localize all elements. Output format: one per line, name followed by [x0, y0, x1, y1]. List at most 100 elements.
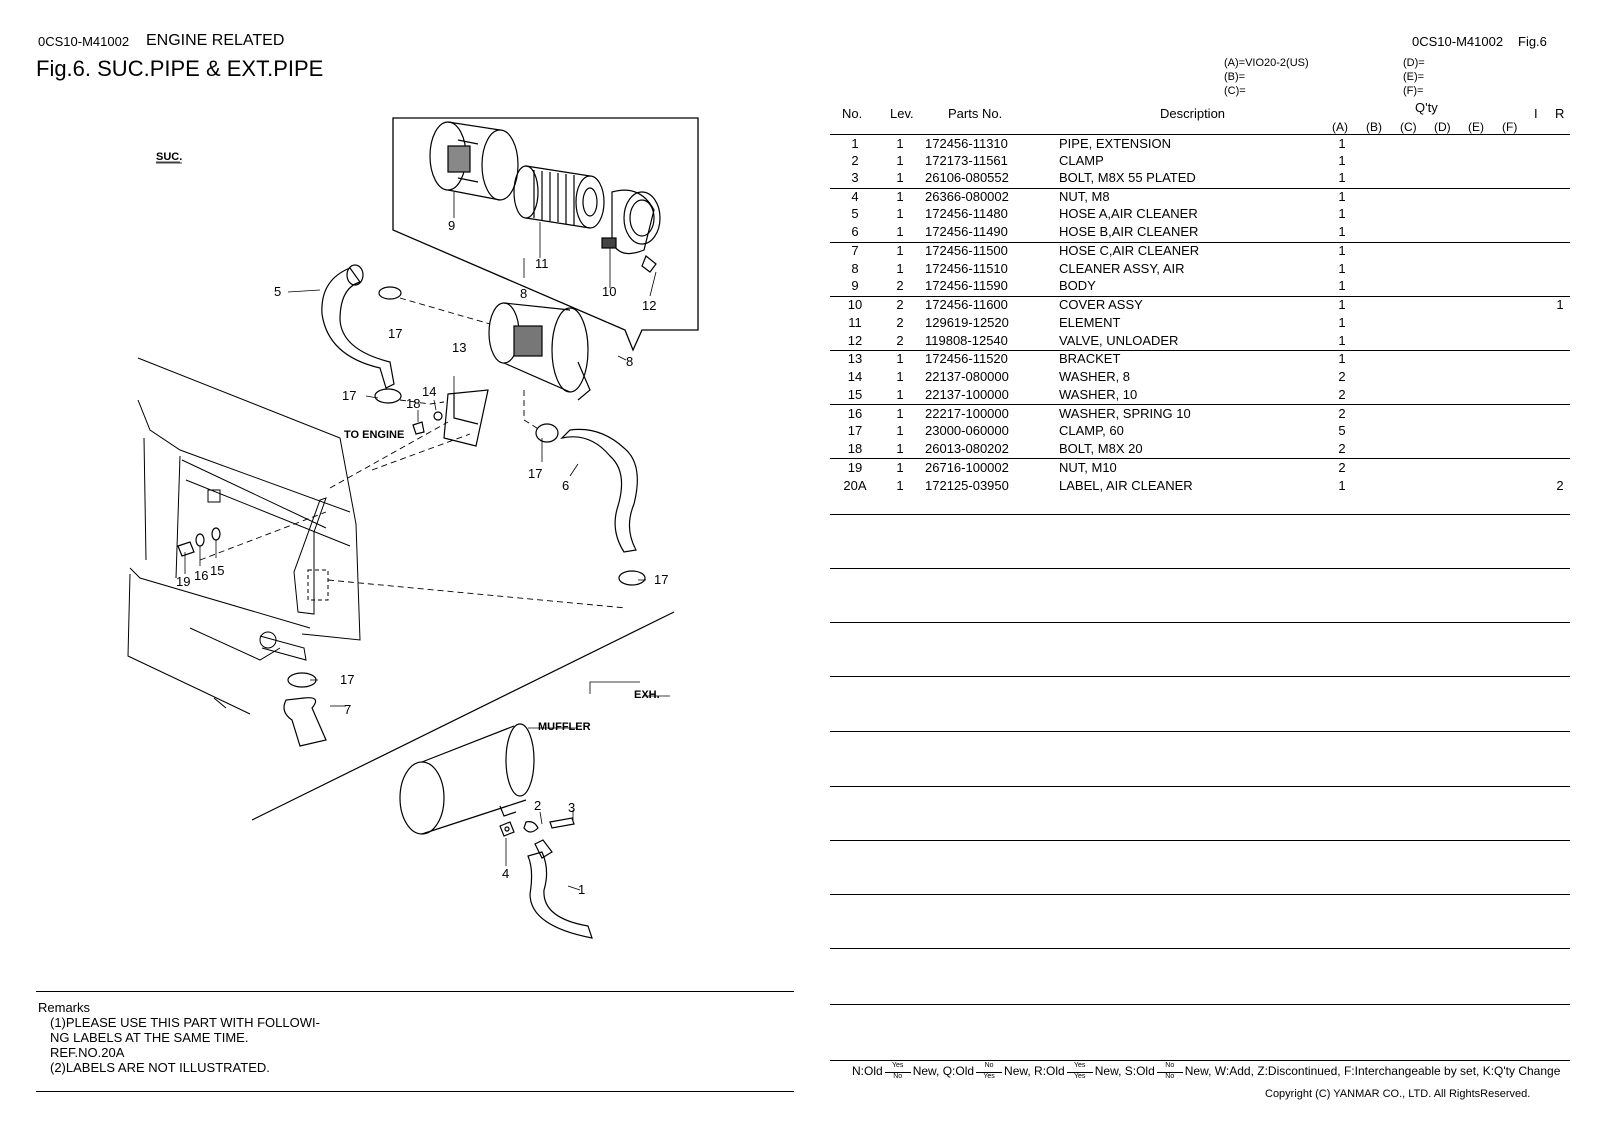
nut-19 [177, 541, 195, 557]
legend-r-new: New, S:Old [1094, 1064, 1155, 1078]
muffler [399, 723, 535, 835]
group-rule [830, 1004, 1570, 1005]
cell-desc: NUT, M10 [1059, 460, 1117, 475]
cell-lev: 2 [896, 333, 904, 348]
cell-desc: CLAMP, 60 [1059, 423, 1124, 438]
cell-lev: 1 [896, 369, 904, 384]
cell-lev: 1 [896, 406, 904, 421]
label-muffler: MUFFLER [538, 721, 591, 733]
bolt-3 [549, 817, 575, 829]
remarks-title: Remarks [38, 1000, 91, 1015]
group-rule [830, 188, 1570, 189]
cell-qty-a: 1 [1338, 261, 1346, 276]
variant-a: (A)=VIO20-2(US) [1224, 57, 1309, 69]
air-cleaner-main [488, 302, 591, 401]
cell-no: 3 [851, 170, 859, 185]
cell-qty-a: 1 [1338, 170, 1346, 185]
cell-no: 14 [847, 369, 863, 384]
cell-desc: BRACKET [1059, 351, 1121, 366]
callout-7: 7 [344, 702, 351, 717]
callout-17-d: 17 [654, 572, 668, 587]
cell-part: 172456-11490 [925, 224, 1008, 239]
cell-qty-a: 5 [1338, 423, 1346, 438]
cell-no: 2 [851, 153, 859, 168]
group-rule [830, 622, 1570, 623]
clamp-17d [618, 570, 646, 586]
cell-desc: PIPE, EXTENSION [1059, 136, 1171, 151]
cell-no: 17 [847, 423, 863, 438]
cell-no: 13 [847, 351, 863, 366]
group-rule [830, 731, 1570, 732]
cell-no: 16 [847, 406, 863, 421]
cell-r: 1 [1556, 297, 1564, 312]
col-parts-no: Parts No. [948, 106, 1003, 121]
group-rule [830, 296, 1570, 297]
cell-lev: 2 [896, 315, 904, 330]
callout-15: 15 [210, 563, 224, 578]
col-lev: Lev. [890, 106, 914, 121]
cell-desc: HOSE A,AIR CLEANER [1059, 206, 1198, 221]
group-rule [830, 840, 1570, 841]
cell-qty-a: 1 [1338, 351, 1346, 366]
cell-qty-a: 2 [1338, 387, 1346, 402]
washer-14 [433, 411, 443, 421]
callout-9: 9 [448, 218, 455, 233]
col-d: (D) [1434, 120, 1451, 134]
cell-desc: BOLT, M8X 20 [1059, 441, 1143, 456]
unloader-valve-inset [641, 255, 657, 273]
inset-frame [392, 117, 699, 352]
cell-part: 172456-11510 [925, 261, 1008, 276]
cell-part: 26366-080002 [925, 189, 1009, 204]
legend-n-old: N:Old [852, 1064, 883, 1078]
cell-lev: 1 [896, 189, 904, 204]
cell-lev: 1 [896, 153, 904, 168]
cell-qty-a: 1 [1338, 153, 1346, 168]
clamp-17a [378, 286, 402, 300]
cell-qty-a: 1 [1338, 315, 1346, 330]
cell-part: 172173-11561 [925, 153, 1008, 168]
callout-19: 19 [176, 574, 190, 589]
callout-17-b: 17 [342, 388, 356, 403]
cell-lev: 1 [896, 423, 904, 438]
cell-lev: 1 [896, 136, 904, 151]
cell-lev: 1 [896, 351, 904, 366]
group-rule [830, 948, 1570, 949]
callout-10: 10 [602, 284, 616, 299]
header-rule [830, 134, 1570, 135]
cell-lev: 1 [896, 261, 904, 276]
col-f: (F) [1502, 120, 1518, 134]
cell-lev: 1 [896, 206, 904, 221]
cell-desc: CLAMP [1059, 153, 1104, 168]
cell-part: 172125-03950 [925, 478, 1009, 493]
group-rule [830, 894, 1570, 895]
cell-desc: ELEMENT [1059, 315, 1121, 330]
variant-c: (C)= [1224, 85, 1246, 97]
cell-lev: 1 [896, 170, 904, 185]
callout-18: 18 [406, 396, 420, 411]
table-row: 2 1 172173-11561 CLAMP 1 [830, 152, 1570, 170]
cell-no: 12 [847, 333, 863, 348]
col-i: I [1534, 106, 1538, 121]
callout-5: 5 [274, 284, 281, 299]
cell-qty-a: 1 [1338, 297, 1346, 312]
cell-desc: BOLT, M8X 55 PLATED [1059, 170, 1196, 185]
cell-no: 9 [851, 278, 859, 293]
cell-lev: 1 [896, 478, 904, 493]
washer-15 [211, 527, 221, 541]
callout-6: 6 [562, 478, 569, 493]
cell-qty-a: 1 [1338, 224, 1346, 239]
cleaner-body-inset [429, 121, 519, 201]
label-suc: SUC. [156, 151, 182, 163]
variant-b: (B)= [1224, 71, 1246, 83]
cell-desc: WASHER, 10 [1059, 387, 1138, 402]
cell-lev: 1 [896, 460, 904, 475]
cell-part: 22137-100000 [925, 387, 1009, 402]
cell-desc: COVER ASSY [1059, 297, 1143, 312]
